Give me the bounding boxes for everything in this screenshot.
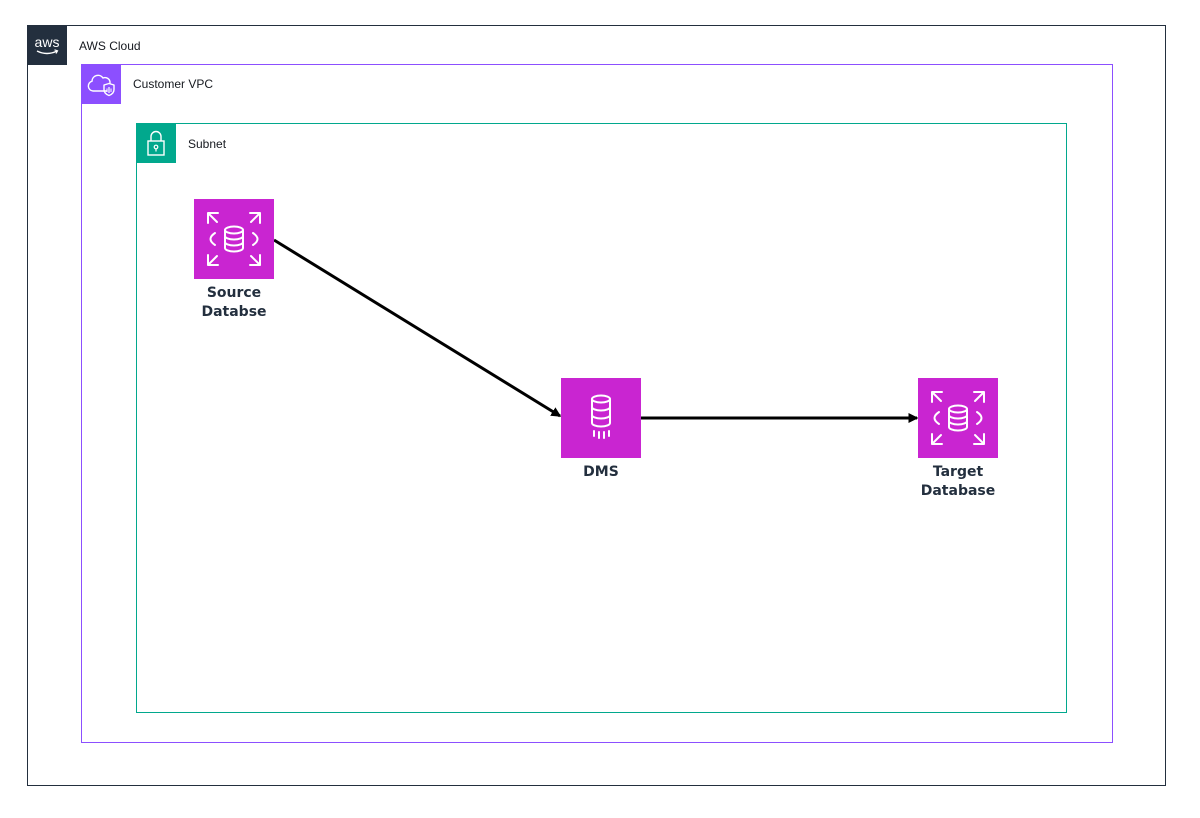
padlock-icon <box>136 123 176 163</box>
rds-database-icon <box>931 391 985 445</box>
rds-database-icon <box>207 212 261 266</box>
source-database-label-line2: Databse <box>201 304 267 320</box>
subnet-title: Subnet <box>188 137 227 151</box>
target-database-label: Target Database <box>878 463 1038 501</box>
svg-text:aws: aws <box>35 34 60 50</box>
edge-source-to-dms <box>273 238 562 418</box>
source-database-label: Source Databse <box>154 284 314 322</box>
dms-label: DMS <box>521 463 681 482</box>
customer-vpc-group: Customer VPC <box>81 64 1113 743</box>
target-database-label-line2: Database <box>920 483 996 499</box>
dms-label-line1: DMS <box>583 464 619 480</box>
source-database-label-line1: Source <box>206 285 262 301</box>
subnet-group: Subnet <box>136 123 1067 713</box>
dms-node[interactable] <box>561 378 641 458</box>
target-database-node[interactable] <box>918 378 998 458</box>
dms-database-migration-icon <box>591 394 611 439</box>
aws-logo-icon: aws <box>27 25 67 65</box>
aws-cloud-title: AWS Cloud <box>79 39 141 53</box>
target-database-label-line1: Target <box>932 464 984 480</box>
customer-vpc-title: Customer VPC <box>133 77 214 91</box>
vpc-cloud-shield-icon <box>81 64 121 104</box>
source-database-node[interactable] <box>194 199 274 279</box>
aws-cloud-group: aws AWS Cloud <box>27 25 1166 786</box>
